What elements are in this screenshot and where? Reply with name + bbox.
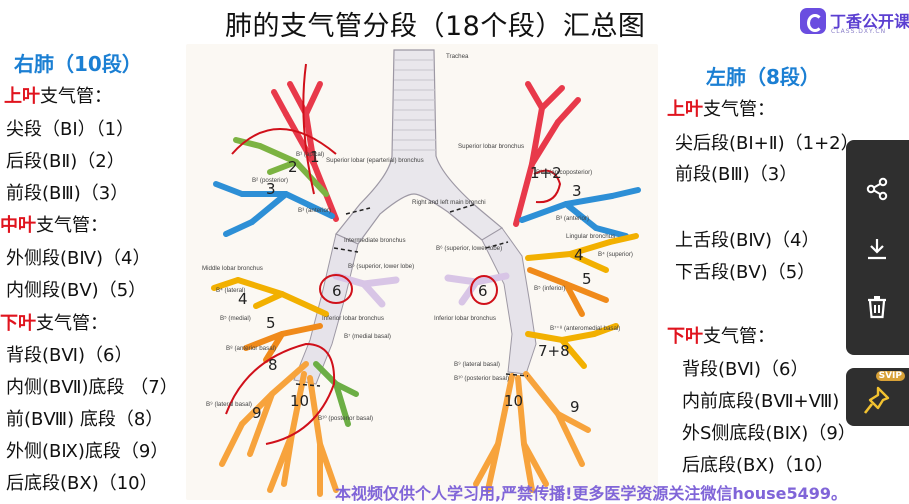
right-lower-item-1: 背段(BⅥ)（6） xyxy=(6,345,133,366)
left-lower-lobe-heading: 下叶支气管： xyxy=(667,322,775,348)
seg-num-r10: 10 xyxy=(290,392,309,410)
bronchial-tree-figure: Trachea Right and left main bronchi Inte… xyxy=(186,44,658,500)
label-middle-lobar-bronchus: Middle lobar bronchus xyxy=(202,265,263,272)
seg-num-l3: 3 xyxy=(572,182,582,200)
label-lb6: B⁶ (superior, lower lobe) xyxy=(436,245,502,252)
seg-num-r4: 4 xyxy=(238,290,248,308)
right-upper-prefix: 上叶 xyxy=(4,86,40,107)
label-lingular-bronchus: Lingular bronchus xyxy=(566,233,615,240)
right-middle-label: 支气管： xyxy=(36,215,108,236)
logo-icon xyxy=(800,8,826,34)
label-left-superior-lobar: Superior lobar bronchus xyxy=(458,143,524,150)
label-rb9: B⁹ (lateral basal) xyxy=(206,401,252,408)
label-right-superior-lobar: Superior lobar (eparterial) bronchus xyxy=(326,157,424,164)
right-upper-item-3: 前段(BⅢ)（3） xyxy=(6,183,129,204)
watermark-text: 本视频仅供个人学习用,严禁传播!更多医学资源关注微信house5499。 xyxy=(335,484,848,503)
right-middle-item-1: 外侧段(BⅣ)（4） xyxy=(6,248,151,269)
left-lower-item-1: 背段(BⅥ)（6） xyxy=(682,359,809,380)
label-main-bronchi: Right and left main bronchi xyxy=(412,199,486,206)
label-lb9: B⁹ (lateral basal) xyxy=(454,361,500,368)
seg-num-l78: 7+8 xyxy=(538,342,570,360)
right-lower-item-4: 外侧(BⅨ)底段（9） xyxy=(6,441,169,462)
label-lb3: B³ (anterior) xyxy=(556,215,589,222)
download-icon xyxy=(868,239,886,260)
right-lower-label: 支气管： xyxy=(36,313,108,334)
brand-logo: 丁香公开课 CLASS.DXY.CN xyxy=(800,6,909,40)
left-lower-prefix: 下叶 xyxy=(667,326,703,347)
left-upper-lobe-heading: 上叶支气管： xyxy=(667,95,775,121)
right-lower-item-5: 后底段(BⅩ)（10） xyxy=(6,473,158,494)
page-title: 肺的支气管分段（18个段）汇总图 xyxy=(225,11,646,42)
label-rb8: B⁸ (anterior basal) xyxy=(226,345,276,352)
right-middle-item-2: 内侧段(BⅤ)（5） xyxy=(6,280,147,301)
seg-num-l6: 6 xyxy=(478,282,488,300)
left-upper-item-1: 尖后段(BⅠ+Ⅱ)（1+2） xyxy=(675,133,859,154)
left-upper-item-2: 前段(BⅢ)（3） xyxy=(675,164,798,185)
label-trachea: Trachea xyxy=(446,53,469,60)
logo-subtitle: CLASS.DXY.CN xyxy=(831,28,887,35)
seg-num-l5: 5 xyxy=(582,270,592,288)
label-rb10: B¹⁰ (posterior basal) xyxy=(318,415,373,422)
label-lb5: B⁵ (inferior) xyxy=(534,285,565,292)
seg-num-l9: 9 xyxy=(570,398,580,416)
seg-num-r6: 6 xyxy=(332,282,342,300)
share-button[interactable] xyxy=(862,174,892,204)
seg-num-l4: 4 xyxy=(574,246,584,264)
left-lower-item-3: 外S侧底段(BⅨ)（9） xyxy=(682,423,856,444)
right-lung-heading: 右肺（10段） xyxy=(14,52,142,76)
seg-num-l10: 10 xyxy=(504,392,523,410)
right-lower-item-2: 内侧(BⅦ)底段 （7） xyxy=(6,377,178,398)
left-upper-label: 支气管： xyxy=(703,99,775,120)
pin-icon xyxy=(863,386,890,414)
label-rb1: B¹ (apical) xyxy=(296,151,324,158)
label-rb4: B⁴ (lateral) xyxy=(216,287,245,294)
seg-num-r2: 2 xyxy=(288,158,298,176)
seg-num-l12: 1+2 xyxy=(530,164,562,182)
right-lower-prefix: 下叶 xyxy=(0,313,36,334)
seg-num-r9: 9 xyxy=(252,404,262,422)
label-right-inferior-lobar: Inferior lobar bronchus xyxy=(322,315,384,322)
label-rb5: B⁵ (medial) xyxy=(220,315,251,322)
label-lb4: B⁴ (superior) xyxy=(598,251,633,258)
label-rb3: B³ (anterior) xyxy=(298,207,331,214)
left-upper-prefix: 上叶 xyxy=(667,99,703,120)
floating-action-bar xyxy=(846,140,909,355)
right-upper-item-1: 尖段（BⅠ）（1） xyxy=(6,119,135,140)
label-rb2: B² (posterior) xyxy=(252,177,288,184)
right-upper-label: 支气管： xyxy=(40,86,112,107)
label-lb78: B⁷⁺⁸ (anteromedial basal) xyxy=(550,325,620,332)
seg-num-r1: 1 xyxy=(310,148,320,166)
seg-num-r5: 5 xyxy=(266,314,276,332)
right-upper-item-2: 后段(BⅡ)（2） xyxy=(6,151,125,172)
delete-button[interactable] xyxy=(862,292,892,322)
svip-badge: SVIP xyxy=(875,371,905,381)
label-rb7: B⁷ (medial basal) xyxy=(344,333,391,340)
share-icon xyxy=(866,177,888,201)
right-middle-prefix: 中叶 xyxy=(0,215,36,236)
left-lower-item-4: 后底段(BⅩ)（10） xyxy=(682,455,834,476)
left-lower-label: 支气管： xyxy=(703,326,775,347)
right-lower-lobe-heading: 下叶支气管： xyxy=(0,309,108,335)
bronchial-tree-illustration: Trachea Right and left main bronchi Inte… xyxy=(202,49,641,497)
label-rb6: B⁶ (superior, lower lobe) xyxy=(348,263,414,270)
trash-icon xyxy=(868,296,886,319)
right-lower-item-3: 前(BⅧ) 底段（8） xyxy=(6,409,164,430)
label-intermediate-bronchus: Intermediate bronchus xyxy=(344,237,406,244)
left-upper-item-3: 上舌段(BⅣ)（4） xyxy=(675,230,820,251)
label-lb12: B¹⁺² (apicoposterior) xyxy=(536,169,592,176)
label-left-inferior-lobar: Inferior lobar bronchus xyxy=(434,315,496,322)
seg-num-r3: 3 xyxy=(266,180,276,198)
seg-num-r8: 8 xyxy=(268,356,278,374)
left-upper-item-4: 下舌段(BⅤ)（5） xyxy=(675,262,816,283)
logo-name: 丁香公开课 xyxy=(830,12,909,31)
label-lb10: B¹⁰ (posterior basal) xyxy=(454,375,509,382)
pin-button[interactable]: SVIP xyxy=(846,368,909,426)
download-button[interactable] xyxy=(862,234,892,264)
right-middle-lobe-heading: 中叶支气管： xyxy=(0,211,108,237)
right-upper-lobe-heading: 上叶支气管： xyxy=(4,82,112,108)
left-lung-heading: 左肺（8段） xyxy=(706,65,820,89)
